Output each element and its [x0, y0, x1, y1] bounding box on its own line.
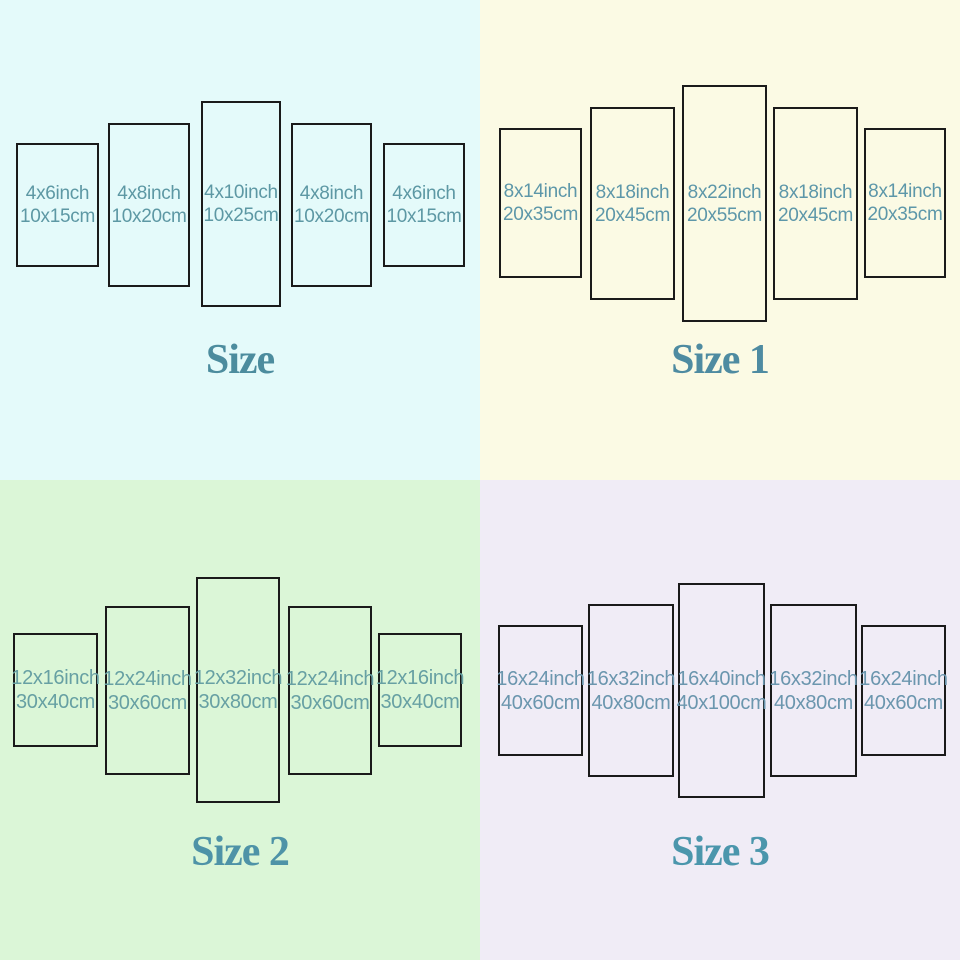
size-group-title: Size: [205, 337, 275, 383]
canvas-panel: 4x10inch 10x25cm: [201, 101, 281, 307]
size-chart-quadrant-size-2: 12x16inch 30x40cm 12x24inch 30x60cm 12x3…: [0, 480, 480, 960]
panel-inch-label: 12x24inch: [285, 667, 375, 690]
panel-cm-label: 30x40cm: [380, 691, 460, 713]
panel-inch-label: 16x24inch: [496, 667, 585, 690]
canvas-panel: 16x40inch 40x100cm: [676, 583, 767, 798]
panel-inch-label: 16x40inch: [677, 667, 766, 690]
panel-cm-label: 10x20cm: [111, 206, 187, 227]
canvas-panel: 8x14inch 20x35cm: [864, 128, 946, 278]
panel-inch-label: 4x10inch: [204, 182, 278, 203]
panel-inch-label: 12x16inch: [11, 667, 100, 689]
canvas-panel: 8x22inch 20x55cm: [682, 85, 767, 322]
panel-cm-label: 20x55cm: [687, 204, 762, 226]
panel-cm-label: 40x80cm: [591, 691, 671, 714]
canvas-panel: 12x32inch 30x80cm: [193, 577, 283, 803]
canvas-panel: 4x6inch 10x15cm: [383, 143, 465, 267]
panel-inch-label: 16x32inch: [586, 667, 676, 690]
canvas-panel: 16x32inch 40x80cm: [769, 604, 858, 777]
panel-inch-label: 4x8inch: [299, 183, 364, 204]
panel-cm-label: 10x15cm: [386, 206, 462, 227]
panel-cm-label: 20x35cm: [867, 204, 943, 225]
panel-inch-label: 16x24inch: [859, 667, 948, 690]
panel-cm-label: 30x60cm: [107, 691, 188, 714]
panel-cm-label: 20x45cm: [595, 204, 670, 226]
canvas-panel: 4x8inch 10x20cm: [291, 123, 372, 287]
panel-cm-label: 10x25cm: [203, 205, 279, 226]
panel-inch-label: 4x6inch: [392, 183, 456, 204]
panel-inch-label: 12x24inch: [103, 667, 192, 690]
size-group-title: Size 3: [671, 829, 770, 875]
canvas-panel: 4x8inch 10x20cm: [108, 123, 190, 287]
canvas-panel: 12x24inch 30x60cm: [285, 606, 375, 775]
panel-cm-label: 40x100cm: [676, 691, 767, 714]
size-chart-quadrant-size-1: 8x14inch 20x35cm 8x18inch 20x45cm 8x22in…: [480, 0, 960, 480]
size-chart-quadrant-size-3: 16x24inch 40x60cm 16x32inch 40x80cm 16x4…: [480, 480, 960, 960]
canvas-panel: 8x18inch 20x45cm: [773, 107, 858, 300]
panel-inch-label: 12x32inch: [193, 667, 283, 689]
canvas-panel: 4x6inch 10x15cm: [16, 143, 99, 267]
panel-cm-label: 20x35cm: [503, 204, 578, 225]
panel-cm-label: 30x60cm: [290, 691, 370, 714]
panel-inch-label: 4x6inch: [25, 183, 90, 204]
panel-cm-label: 40x80cm: [773, 691, 854, 714]
panel-inch-label: 8x14inch: [868, 181, 942, 202]
panel-cm-label: 40x60cm: [863, 691, 944, 714]
panel-cm-label: 20x45cm: [778, 204, 853, 226]
panel-inch-label: 12x16inch: [375, 667, 465, 689]
panel-inch-label: 4x8inch: [117, 183, 181, 204]
canvas-panel: 16x24inch 40x60cm: [859, 625, 948, 756]
panel-inch-label: 8x18inch: [778, 181, 853, 203]
panel-inch-label: 8x22inch: [687, 181, 762, 203]
canvas-panel: 12x16inch 30x40cm: [11, 633, 100, 747]
canvas-panel: 16x24inch 40x60cm: [496, 625, 585, 756]
panel-cm-label: 10x20cm: [294, 206, 369, 227]
panel-inch-label: 8x18inch: [595, 181, 670, 203]
canvas-panel: 16x32inch 40x80cm: [586, 604, 676, 777]
canvas-panel: 12x16inch 30x40cm: [375, 633, 465, 747]
panel-cm-label: 10x15cm: [20, 206, 95, 227]
size-chart-quadrant-size: 4x6inch 10x15cm 4x8inch 10x20cm 4x10inch…: [0, 0, 480, 480]
panel-cm-label: 30x80cm: [198, 691, 278, 713]
panel-cm-label: 30x40cm: [15, 691, 96, 713]
panel-cm-label: 40x60cm: [500, 691, 581, 714]
panel-inch-label: 8x14inch: [503, 181, 578, 202]
canvas-panel: 8x14inch 20x35cm: [499, 128, 582, 278]
canvas-panel: 8x18inch 20x45cm: [590, 107, 675, 300]
size-group-title: Size 1: [671, 337, 770, 383]
canvas-panel: 12x24inch 30x60cm: [103, 606, 192, 775]
size-group-title: Size 2: [191, 829, 290, 875]
panel-inch-label: 16x32inch: [769, 667, 858, 690]
